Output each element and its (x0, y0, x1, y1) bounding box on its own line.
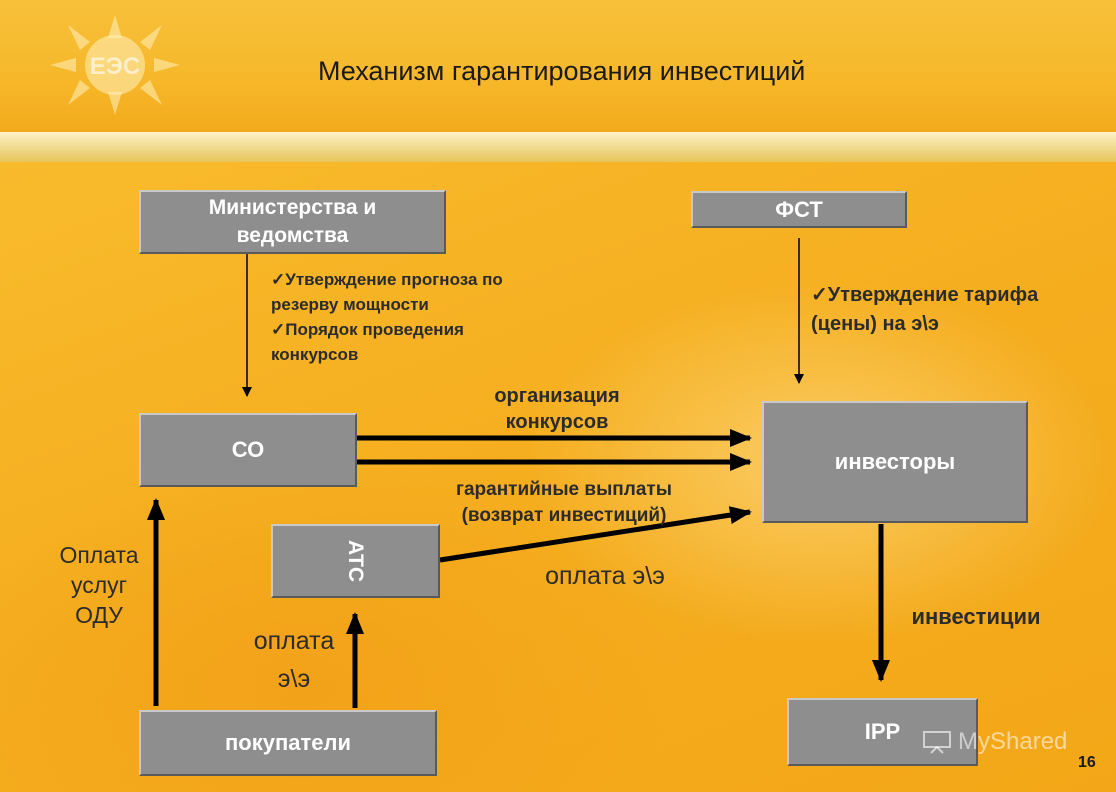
ministries-note-line: конкурсов (271, 345, 359, 364)
org-competitions-line: конкурсов (505, 411, 609, 433)
fst-notes: ✓Утверждение тарифа (цены) на э\э (811, 281, 1038, 339)
payment-odu-label: Оплата услуг ОДУ (40, 540, 158, 630)
arrow-ats-to-investors (439, 506, 752, 563)
svg-text:ЕЭС: ЕЭС (90, 53, 140, 80)
guarantee-payments-label: гарантийные выплаты (возврат инвестиций) (412, 477, 716, 529)
payment-odu-line: услуг (70, 572, 128, 598)
payment-odu-line: ОДУ (75, 602, 123, 628)
so-label: СО (231, 437, 265, 462)
investors-label: инвесторы (834, 449, 956, 474)
ministries-note-line: ✓Утверждение прогноза по (271, 270, 503, 289)
ministries-note-line: резерву мощности (271, 295, 429, 314)
presentation-icon (923, 731, 951, 754)
header: ЕЭС Механизм гарантирования инвестиций (0, 0, 1116, 132)
fst-label: ФСТ (775, 196, 823, 222)
ministries-label: Министерства и ведомства (208, 196, 377, 247)
payment-ee-left-line: оплата (253, 627, 335, 655)
guarantee-payments-line: гарантийные выплаты (456, 479, 672, 500)
page-number: 16 (1078, 754, 1096, 771)
ats-label: АТС (344, 539, 368, 583)
page-title: Механизм гарантирования инвестиций (318, 56, 806, 86)
ipp-label: IPP (864, 719, 901, 744)
investors-box: инвесторы (762, 401, 1028, 523)
header-band (0, 132, 1116, 162)
guarantee-payments-line: (возврат инвестиций) (461, 505, 667, 526)
buyers-label: покупатели (224, 730, 351, 755)
ministries-notes: ✓Утверждение прогноза по резерву мощност… (271, 267, 503, 367)
payment-odu-line: Оплата (59, 542, 139, 568)
payment-ee-left-line: э\э (277, 665, 311, 693)
org-competitions-line: организация (494, 385, 620, 407)
org-competitions-label: организация конкурсов (462, 383, 652, 435)
ats-box: АТС (271, 524, 440, 598)
fst-note-line: ✓Утверждение тарифа (811, 284, 1039, 306)
fst-note-line: (цены) на э\э (811, 313, 939, 335)
ipp-box: IPP (787, 698, 978, 766)
ministries-box: Министерства и ведомства (139, 190, 446, 254)
watermark-text: MyShared (958, 728, 1068, 755)
ministries-note-line: ✓Порядок проведения (271, 320, 464, 339)
buyers-box: покупатели (139, 710, 437, 776)
payment-ee-right-label: оплата э\э (545, 562, 665, 590)
payment-ee-left-label: оплата э\э (236, 622, 352, 698)
company-logo: ЕЭС (50, 15, 180, 115)
fst-box: ФСТ (691, 191, 907, 228)
so-box: СО (139, 413, 357, 487)
watermark: MyShared (922, 728, 1067, 756)
investments-label: инвестиции (911, 604, 1041, 629)
